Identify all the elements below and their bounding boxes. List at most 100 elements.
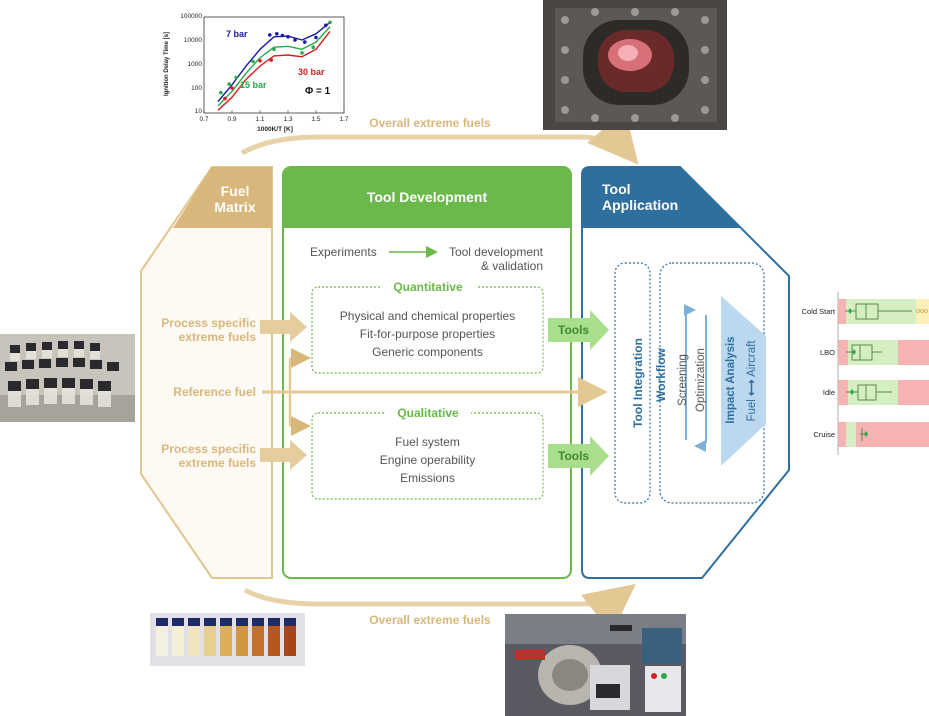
- quantitative-item: Generic components: [372, 345, 483, 359]
- input-arrow-1: [260, 312, 307, 342]
- quantitative-item: Physical and chemical properties: [339, 309, 516, 323]
- ignition-data-point: [286, 35, 290, 39]
- ignition-ytick: 10: [194, 108, 202, 115]
- process-fuels-line: extreme fuels: [178, 456, 256, 470]
- ignition-data-point: [223, 96, 227, 101]
- boxplot-label: Idle: [822, 388, 835, 397]
- legend-15bar: 15 bar: [240, 80, 267, 90]
- process-fuels-line: Process specific: [161, 316, 256, 330]
- engine-rig-photo: [505, 614, 686, 716]
- workflow-box: [659, 262, 765, 504]
- tool-application-title-line: Application: [602, 197, 679, 213]
- ignition-data-point: [251, 59, 255, 64]
- legend-7bar: 7 bar: [226, 29, 248, 39]
- tools-label-1: Tools: [558, 323, 590, 337]
- tool-dev-validation-label: Tool development & validation: [440, 245, 543, 273]
- fuel-matrix-frame: [140, 166, 273, 579]
- top-arrow-label: Overall extreme fuels: [369, 116, 491, 130]
- ignition-data-point: [293, 38, 297, 42]
- ignition-xtick: 0.9: [227, 116, 237, 123]
- ignition-data-point: [324, 23, 328, 28]
- qualitative-item: Engine operability: [379, 453, 476, 467]
- quantitative-item: Fit-for-purpose properties: [359, 327, 496, 341]
- tool-development-title: Tool Development: [366, 189, 488, 205]
- tool-development-header: [283, 167, 571, 228]
- screening-label: Screening: [677, 354, 689, 406]
- optimization-label: Optimization: [695, 348, 707, 412]
- cycle-arrow-left: [683, 304, 696, 440]
- boxplot-label: LBO: [819, 348, 835, 357]
- boxplot-label: Cold Start: [801, 307, 835, 316]
- input-arrow-2: [260, 440, 307, 470]
- ignition-xlabel: 1000K/T [K]: [257, 126, 293, 133]
- process-fuels-line: Process specific: [161, 442, 256, 456]
- ignition-xtick: 0.7: [199, 116, 209, 123]
- fuel-matrix-header: [173, 167, 272, 228]
- ignition-data-point: [314, 35, 318, 40]
- top-curved-arrow: [240, 110, 639, 165]
- ignition-xtick: 1.5: [311, 116, 321, 123]
- ignition-data-point: [300, 51, 304, 55]
- ignition-data-point: [230, 86, 234, 90]
- ignition-ytick: 10000: [183, 37, 202, 44]
- quantitative-title: Quantitative: [380, 280, 476, 294]
- tool-application-title: Tool Application: [602, 181, 692, 213]
- ignition-data-point: [269, 58, 274, 62]
- qualitative-item: Emissions: [400, 471, 455, 485]
- colored-vials-photo: [150, 613, 305, 666]
- fuel-word: Fuel: [746, 399, 758, 422]
- ignition-data-point: [268, 33, 272, 37]
- workflow-label: Workflow: [654, 348, 668, 402]
- ignition-xtick: 1.1: [255, 116, 265, 123]
- cycle-arrow-right: [694, 315, 707, 452]
- impact-analysis-label: Impact Analysis: [725, 336, 737, 424]
- fuel-matrix-title-line: Matrix: [214, 199, 256, 215]
- impact-analysis-triangle: [721, 296, 766, 466]
- ignition-series-line: [217, 26, 331, 107]
- tools-arrow-1: [548, 310, 609, 350]
- ignition-data-point: [227, 82, 231, 86]
- tool-integration-label: Tool Integration: [631, 338, 645, 428]
- ignition-ytick: 100: [191, 85, 202, 92]
- ignition-chart: [203, 16, 345, 114]
- process-fuels-line: extreme fuels: [178, 330, 256, 344]
- ignition-data-point: [280, 33, 285, 38]
- ignition-data-point: [328, 20, 332, 25]
- ignition-data-point: [234, 75, 238, 80]
- tools-arrow-2: [548, 436, 609, 476]
- fuel-matrix-title-line: Fuel: [220, 183, 250, 199]
- ignition-ytick: 1000: [187, 61, 202, 68]
- legend-30bar: 30 bar: [298, 67, 325, 77]
- reference-branch-up: [288, 348, 311, 392]
- tool-application-header: [582, 167, 741, 228]
- ignition-data-point: [311, 45, 316, 49]
- qualitative-title: Qualitative: [385, 406, 471, 420]
- tool-application-title-line: Tool: [602, 181, 631, 197]
- fuel-vials-photo: [0, 334, 135, 422]
- boxplot-chart: [837, 292, 929, 455]
- ignition-data-point: [303, 40, 307, 44]
- tool-integration-box: [614, 262, 651, 504]
- process-fuels-label-1: Process specific extreme fuels: [150, 316, 256, 344]
- experiments-label: Experiments: [310, 245, 377, 259]
- bottom-curved-arrow: [243, 583, 636, 635]
- tool-dev-line: Tool development: [448, 245, 543, 259]
- qualitative-item: Fuel system: [395, 435, 460, 449]
- ignition-data-point: [275, 32, 279, 36]
- fuel-aircraft-label: Fuel ⟷ Aircraft: [744, 326, 758, 436]
- ignition-data-point: [272, 47, 276, 52]
- tool-dev-line: & validation: [480, 259, 543, 273]
- aircraft-word: Aircraft: [746, 340, 758, 377]
- ignition-data-point: [219, 90, 223, 95]
- double-arrow-icon: ⟷: [746, 379, 758, 396]
- ignition-ylabel-wrap: Ignition Delay Time [s]: [160, 28, 174, 108]
- process-fuels-label-2: Process specific extreme fuels: [150, 442, 256, 470]
- reference-fuel-label: Reference fuel: [173, 385, 256, 399]
- ignition-xtick: 1.7: [339, 116, 349, 123]
- chamber-photo: [543, 0, 727, 130]
- fuel-matrix-title: Fuel Matrix: [200, 183, 270, 215]
- ignition-series-line: [217, 30, 331, 111]
- tools-label-2: Tools: [558, 449, 590, 463]
- quantitative-list: Physical and chemical properties Fit-for…: [312, 307, 543, 361]
- boxplot-label: Cruise: [813, 430, 835, 439]
